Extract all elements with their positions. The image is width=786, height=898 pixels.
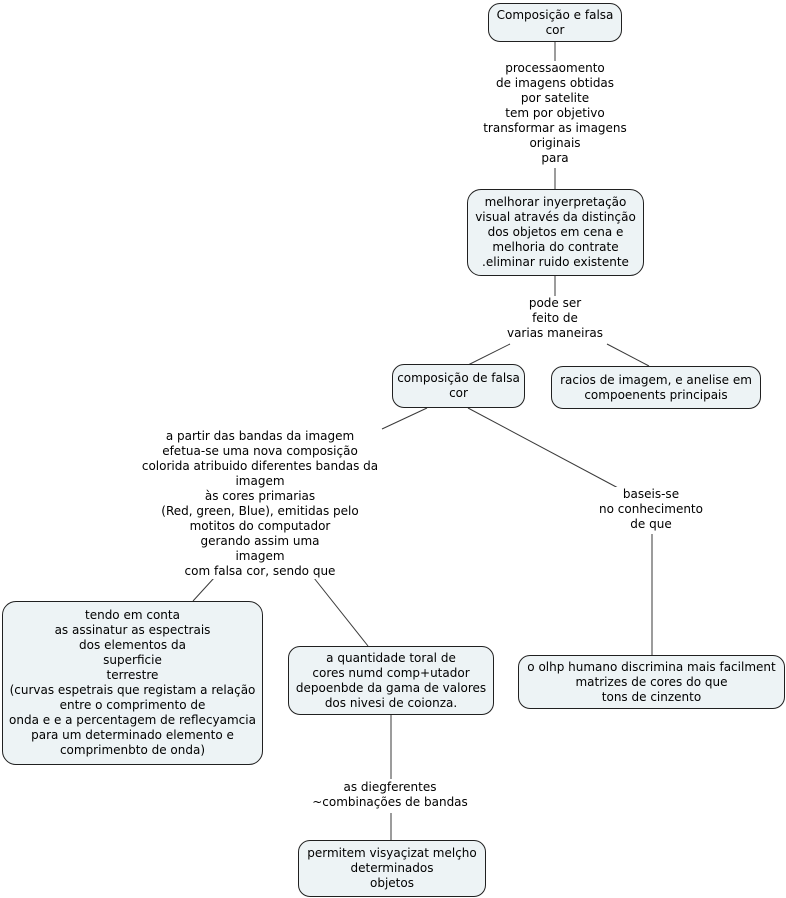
node-quantidade-de-cores[interactable]: a quantidade toral de cores numd comp+ut… <box>288 646 494 715</box>
connector-line <box>192 577 215 602</box>
link-label-pode-ser[interactable]: pode ser feito de varias maneiras <box>506 296 604 341</box>
connector-line <box>467 407 621 490</box>
node-composicao-de-falsa-cor[interactable]: composição de falsa cor <box>392 364 525 408</box>
connector-line <box>313 577 369 647</box>
connector-line <box>381 407 428 430</box>
node-olho-humano[interactable]: o olhp humano discrimina mais facilment … <box>518 655 785 709</box>
link-label-a-partir-das-bandas[interactable]: a partir das bandas da imagem efetua-se … <box>141 429 379 579</box>
node-melhorar-interpretacao[interactable]: melhorar inyerpretação visual através da… <box>467 189 644 276</box>
node-assinaturas-espectrais[interactable]: tendo em conta as assinatur as espectrai… <box>2 601 263 765</box>
link-label-processamento[interactable]: processaomento de imagens obtidas por sa… <box>483 61 627 166</box>
node-composicao-e-falsa-cor[interactable]: Composição e falsa cor <box>488 3 622 42</box>
link-label-baseia-se[interactable]: baseis-se no conhecimento de que <box>599 487 703 532</box>
link-label-combinacoes-de-bandas[interactable]: as diegferentes ~combinações de bandas <box>312 780 468 810</box>
connector-line <box>467 343 511 366</box>
node-permitem-visualizar[interactable]: permitem visyaçizat melçho determinados … <box>298 840 486 897</box>
connector-line <box>606 343 650 367</box>
node-racios-de-imagem[interactable]: racios de imagem, e anelise em compoenen… <box>551 366 761 409</box>
